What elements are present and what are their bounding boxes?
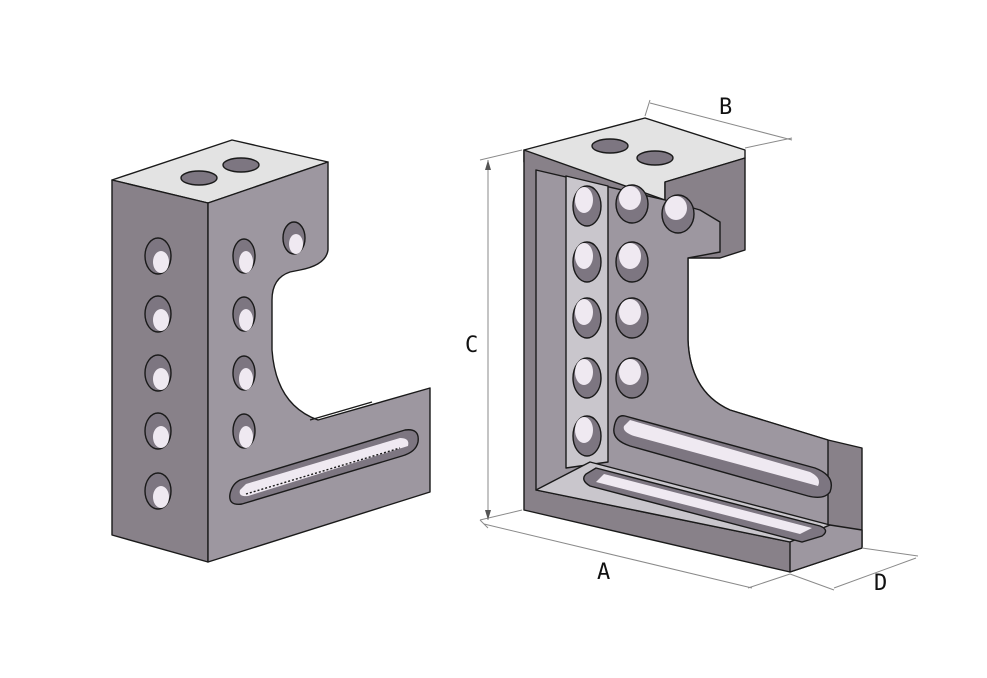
- right-inner-face: [535, 169, 829, 543]
- dimension-label-b: B: [719, 95, 732, 120]
- dimension-lines: [479, 99, 919, 591]
- dimension-label-c: C: [465, 333, 478, 358]
- right-rib-holes: [572, 185, 602, 457]
- left-top-hole-2: [222, 157, 260, 173]
- left-top-hole-1: [180, 170, 218, 186]
- right-inner-holes: [615, 184, 695, 399]
- left-front-holes: [232, 221, 306, 449]
- left-angle-bracket: [111, 139, 431, 563]
- dimension-label-d: D: [874, 571, 887, 596]
- dimension-label-a: A: [597, 560, 610, 585]
- right-top-hole-1: [591, 138, 629, 154]
- right-top-hole-2: [636, 150, 674, 166]
- left-side-holes: [144, 237, 172, 510]
- right-angle-bracket: [523, 117, 863, 573]
